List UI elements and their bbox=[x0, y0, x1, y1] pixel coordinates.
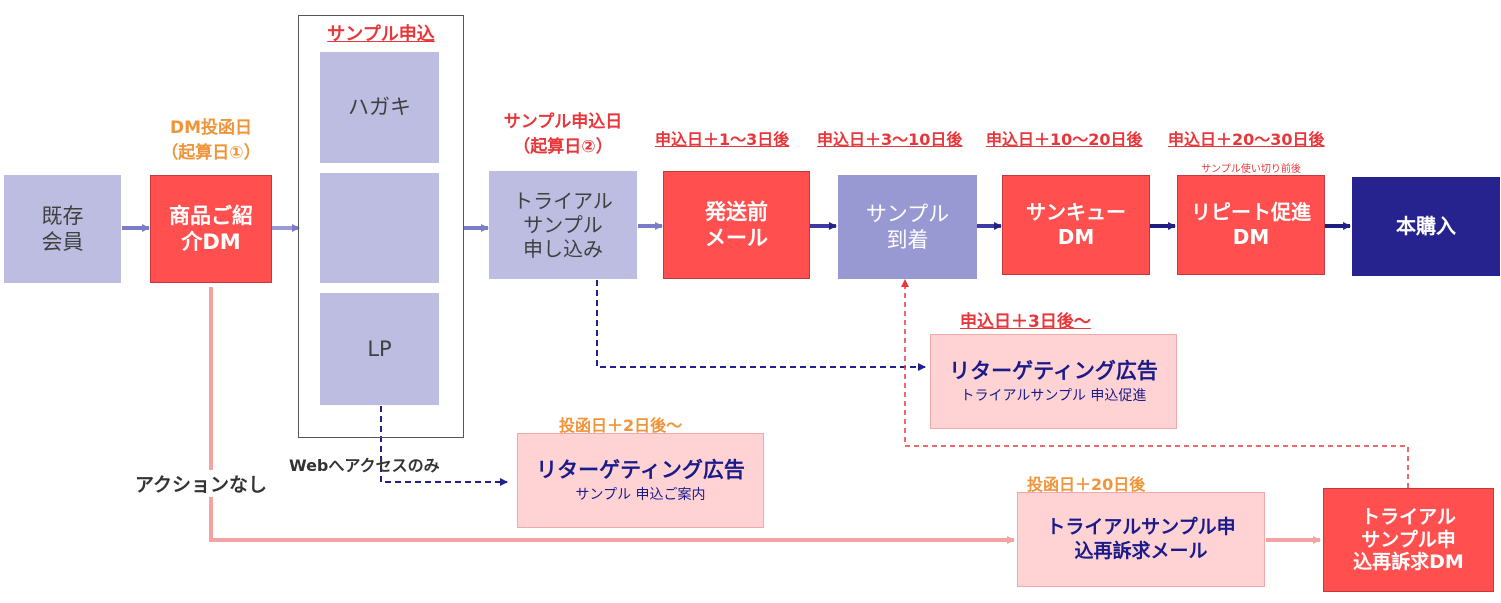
retargeting-ad-1-title: リターゲティング広告 bbox=[949, 358, 1158, 383]
sample-application-group bbox=[298, 15, 464, 438]
label-plus3: 申込日＋3日後～ bbox=[960, 312, 1091, 332]
label-timing-20-30: 申込日＋20～30日後 bbox=[1168, 130, 1325, 149]
dashed-resend-dm-tochaku bbox=[901, 279, 1409, 488]
label-timing-10-20: 申込日＋10～20日後 bbox=[986, 130, 1143, 149]
label-before-useup: サンプル使い切り前後 bbox=[1201, 164, 1301, 175]
label-timing-3-10: 申込日＋3～10日後 bbox=[817, 130, 963, 149]
label-sample-date: サンプル申込日 （起算日②） bbox=[503, 112, 623, 157]
retargeting-ad-2-title: リターゲティング広告 bbox=[536, 457, 745, 482]
label-toukan-20: 投函日＋20日後 bbox=[1027, 475, 1146, 494]
node-hon-konyu: 本購入 bbox=[1352, 177, 1500, 276]
node-resend-dm: トライアル サンプル申 込再訴求DM bbox=[1323, 488, 1494, 592]
arrow-no-action-path bbox=[209, 287, 1015, 544]
node-hassomae-mail: 発送前 メール bbox=[663, 171, 810, 279]
node-lp: LP bbox=[320, 293, 439, 405]
node-shohin-dm: 商品ご紹 介DM bbox=[150, 175, 272, 283]
retargeting-ad-2-sub: サンプル 申込ご案内 bbox=[575, 486, 706, 503]
dashed-lp-retarget2 bbox=[380, 406, 508, 486]
node-thankyou-dm: サンキュー DM bbox=[1002, 175, 1150, 275]
node-sample-tochaku: サンプル 到着 bbox=[838, 175, 977, 279]
label-dm-date: DM投函日 （起算日①） bbox=[161, 118, 261, 163]
node-hagaki: ハガキ bbox=[320, 52, 439, 163]
label-toukan-2: 投函日＋2日後～ bbox=[559, 416, 683, 435]
node-retargeting-ad-1: リターゲティング広告 トライアルサンプル 申込促進 bbox=[930, 334, 1177, 429]
retargeting-ad-1-sub: トライアルサンプル 申込促進 bbox=[960, 387, 1147, 404]
label-web-only: Webへアクセスのみ bbox=[289, 456, 440, 475]
node-kizon-kaiin: 既存 会員 bbox=[4, 175, 121, 283]
dashed-trial-retarget1 bbox=[596, 280, 926, 371]
label-no-action: アクションなし bbox=[135, 470, 268, 497]
node-repeat-dm: リピート促進 DM bbox=[1177, 175, 1325, 275]
node-trial-application: トライアル サンプル 申し込み bbox=[489, 171, 637, 279]
label-sample-group: サンプル申込 bbox=[327, 24, 435, 45]
node-resend-mail: トライアルサンプル申 込再訴求メール bbox=[1017, 492, 1265, 587]
label-timing-1-3: 申込日＋1～3日後 bbox=[655, 130, 790, 149]
node-blank bbox=[320, 173, 439, 283]
node-retargeting-ad-2: リターゲティング広告 サンプル 申込ご案内 bbox=[517, 433, 764, 528]
